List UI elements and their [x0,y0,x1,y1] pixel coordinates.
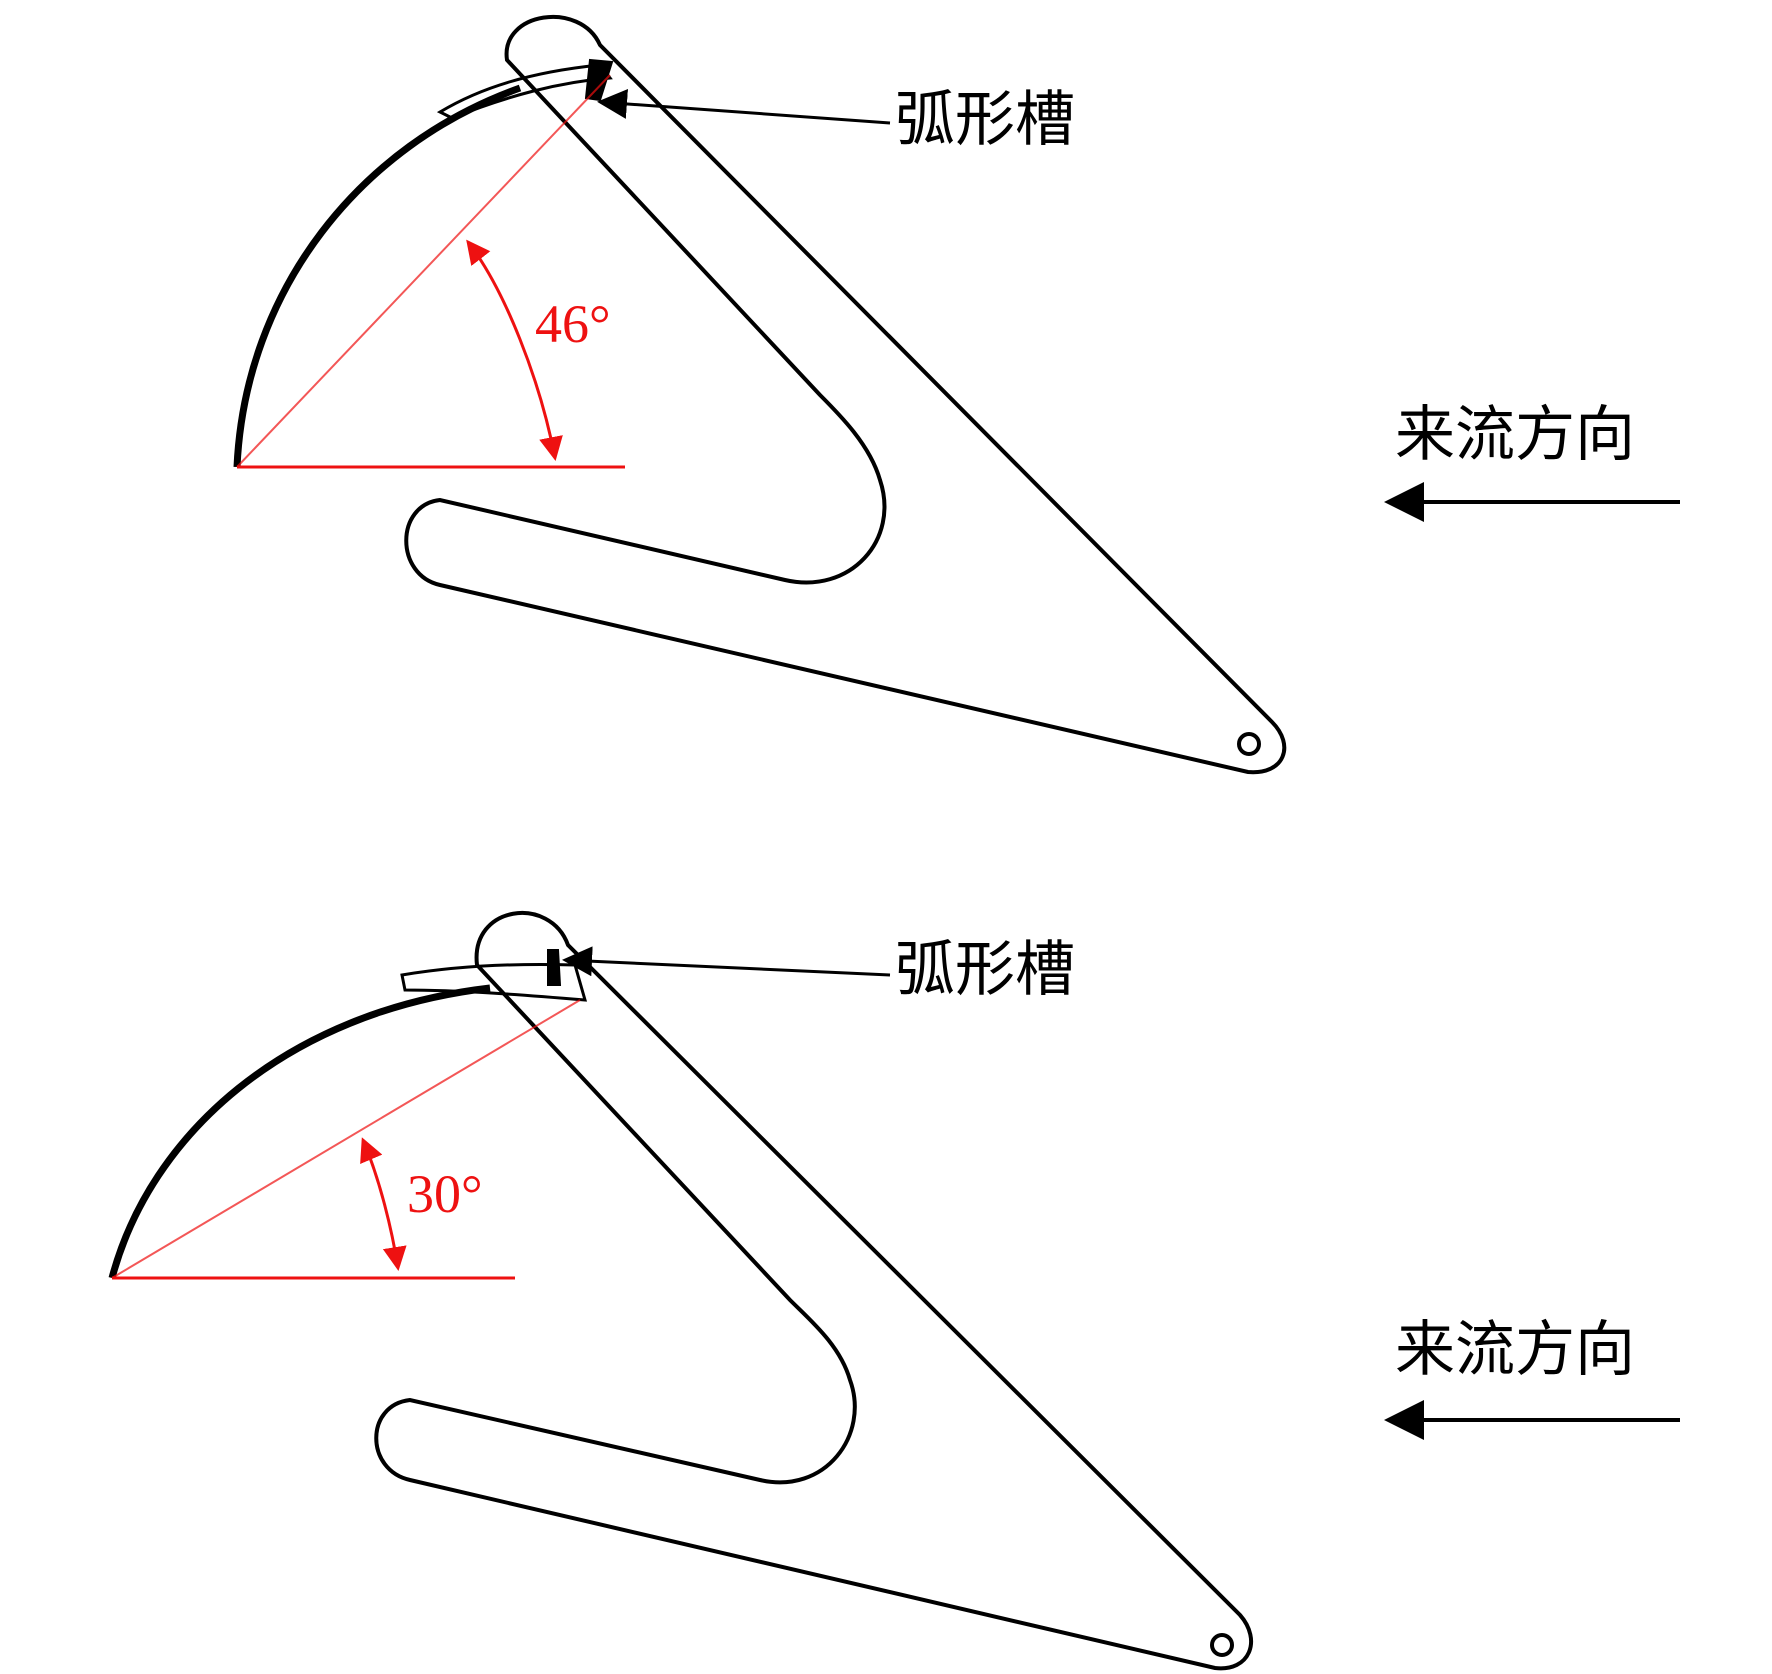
arc-slot [547,949,562,986]
hinge-hole [1210,1633,1234,1657]
slot-leader-line [562,946,891,977]
flow-direction-label: 来流方向 [1395,400,1635,470]
hinge-hole [1237,732,1261,756]
slot-label: 弧形槽 [895,85,1075,155]
panel-bottom: 30° 弧形槽 来流方向 [108,910,1680,1671]
panel-top: 46° 弧形槽 来流方向 [233,14,1680,775]
slot-leader-line [597,88,891,125]
curved-blade [233,84,522,468]
arc-slot-plate [400,963,588,1002]
blade-chord-line [111,999,581,1279]
lever-arm-outline [374,910,1254,1671]
flow-direction-label: 来流方向 [1395,1315,1635,1385]
arc-slot [584,58,614,102]
lever-arm-outline [404,14,1287,775]
blade-chord-line [236,74,611,468]
angle-arc-arrow [360,1137,407,1271]
curved-blade [108,984,491,1279]
angle-label: 46° [535,294,611,354]
angle-arc-arrow [466,239,563,461]
angle-label: 30° [407,1164,483,1224]
slot-label: 弧形槽 [895,935,1075,1005]
